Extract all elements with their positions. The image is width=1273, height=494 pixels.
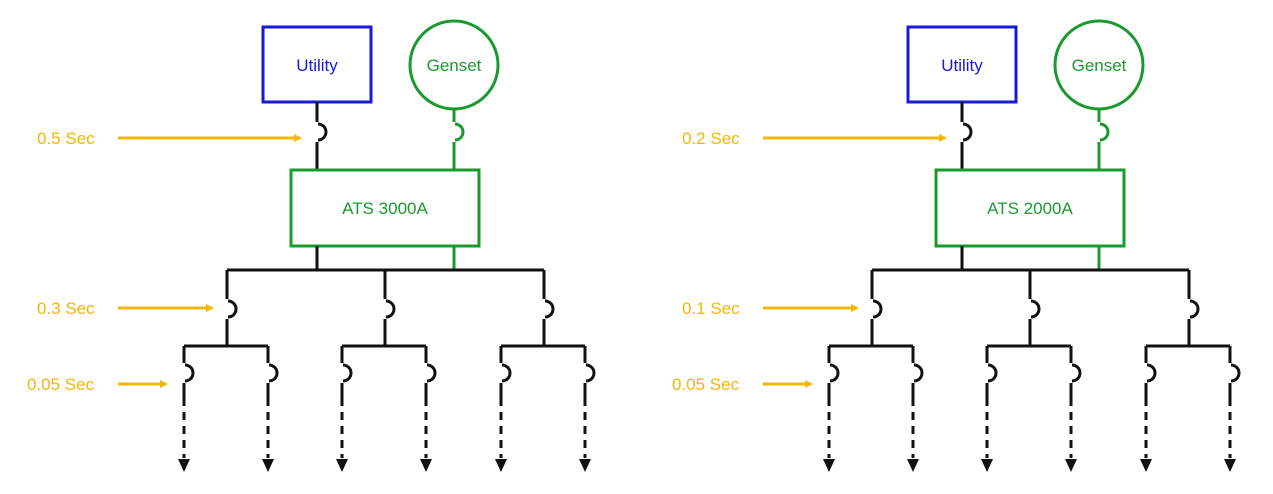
branch-circuit bbox=[1224, 346, 1241, 472]
timing-feeder-label: 0.3 Sec bbox=[37, 299, 95, 318]
ats-label: ATS 3000A bbox=[342, 199, 428, 218]
feeder-breaker bbox=[1028, 270, 1041, 346]
breaker-contact bbox=[872, 299, 883, 319]
breaker-contact bbox=[544, 299, 555, 319]
feeder-breaker bbox=[225, 270, 238, 346]
branch-breaker bbox=[583, 346, 596, 398]
load-arrowhead bbox=[495, 459, 507, 472]
branch-circuit bbox=[178, 346, 195, 472]
branch-circuit bbox=[1065, 346, 1082, 472]
ats-label: ATS 2000A bbox=[987, 199, 1073, 218]
branch-breaker bbox=[911, 346, 924, 398]
genset-breaker bbox=[452, 109, 465, 170]
feeder-circuit bbox=[823, 270, 924, 472]
load-arrowhead bbox=[1224, 459, 1236, 472]
genset-label: Genset bbox=[1072, 56, 1127, 75]
breaker-contact bbox=[342, 363, 353, 383]
branch-breaker bbox=[827, 346, 840, 398]
feeder-circuit bbox=[1140, 270, 1241, 472]
load-arrowhead bbox=[336, 459, 348, 472]
load-arrowhead bbox=[907, 459, 919, 472]
timing-feeder-label: 0.1 Sec bbox=[682, 299, 740, 318]
utility-breaker bbox=[960, 102, 973, 170]
branch-circuit bbox=[981, 346, 998, 472]
breaker-contact bbox=[987, 363, 998, 383]
branch-circuit bbox=[823, 346, 840, 472]
branch-circuit bbox=[907, 346, 924, 472]
utility-label: Utility bbox=[941, 56, 983, 75]
branch-breaker bbox=[499, 346, 512, 398]
feeder-circuit bbox=[178, 270, 279, 472]
breaker-contact bbox=[268, 363, 279, 383]
branch-breaker bbox=[266, 346, 279, 398]
feeder-circuit bbox=[495, 270, 596, 472]
breaker-contact bbox=[1146, 363, 1157, 383]
feeder-group bbox=[823, 270, 1241, 472]
branch-circuit bbox=[579, 346, 596, 472]
branch-breaker bbox=[340, 346, 353, 398]
breaker-contact bbox=[501, 363, 512, 383]
breaker-contact bbox=[227, 299, 238, 319]
branch-breaker bbox=[1069, 346, 1082, 398]
load-arrowhead bbox=[262, 459, 274, 472]
load-arrowhead bbox=[420, 459, 432, 472]
breaker-contact bbox=[585, 363, 596, 383]
branch-breaker bbox=[985, 346, 998, 398]
breaker-contact bbox=[426, 363, 437, 383]
breaker-contact bbox=[1230, 363, 1241, 383]
branch-circuit bbox=[420, 346, 437, 472]
feeder-group bbox=[178, 270, 596, 472]
timing-main-label: 0.2 Sec bbox=[682, 129, 740, 148]
branch-circuit bbox=[495, 346, 512, 472]
diagram-left: Utility Genset ATS 3000A bbox=[27, 19, 596, 472]
timing-branch-label: 0.05 Sec bbox=[27, 375, 95, 394]
breaker-contact bbox=[913, 363, 924, 383]
load-arrowhead bbox=[579, 459, 591, 472]
feeder-circuit bbox=[336, 270, 437, 472]
ats-box bbox=[289, 168, 481, 248]
ats-box bbox=[934, 168, 1126, 248]
breaker-contact bbox=[1030, 299, 1041, 319]
load-arrowhead bbox=[1065, 459, 1077, 472]
utility-breaker bbox=[315, 102, 328, 170]
branch-breaker bbox=[424, 346, 437, 398]
timing-main-label: 0.5 Sec bbox=[37, 129, 95, 148]
feeder-breaker bbox=[1187, 270, 1200, 346]
timing-branch-label: 0.05 Sec bbox=[672, 375, 740, 394]
breaker-contact bbox=[1189, 299, 1200, 319]
branch-breaker bbox=[1228, 346, 1241, 398]
diagram-right: Utility Genset ATS 2000A 0.2 Se bbox=[672, 19, 1241, 472]
load-arrowhead bbox=[823, 459, 835, 472]
genset-label: Genset bbox=[427, 56, 482, 75]
branch-circuit bbox=[262, 346, 279, 472]
branch-circuit bbox=[336, 346, 353, 472]
breaker-contact bbox=[829, 363, 840, 383]
utility-label: Utility bbox=[296, 56, 338, 75]
feeder-breaker bbox=[383, 270, 396, 346]
feeder-circuit bbox=[981, 270, 1082, 472]
breaker-contact bbox=[385, 299, 396, 319]
feeder-breaker bbox=[870, 270, 883, 346]
branch-circuit bbox=[1140, 346, 1157, 472]
genset-breaker bbox=[1097, 109, 1110, 170]
load-arrowhead bbox=[981, 459, 993, 472]
feeder-breaker bbox=[542, 270, 555, 346]
load-arrowhead bbox=[178, 459, 190, 472]
branch-breaker bbox=[1144, 346, 1157, 398]
branch-breaker bbox=[182, 346, 195, 398]
breaker-contact bbox=[1071, 363, 1082, 383]
load-arrowhead bbox=[1140, 459, 1152, 472]
breaker-contact bbox=[184, 363, 195, 383]
